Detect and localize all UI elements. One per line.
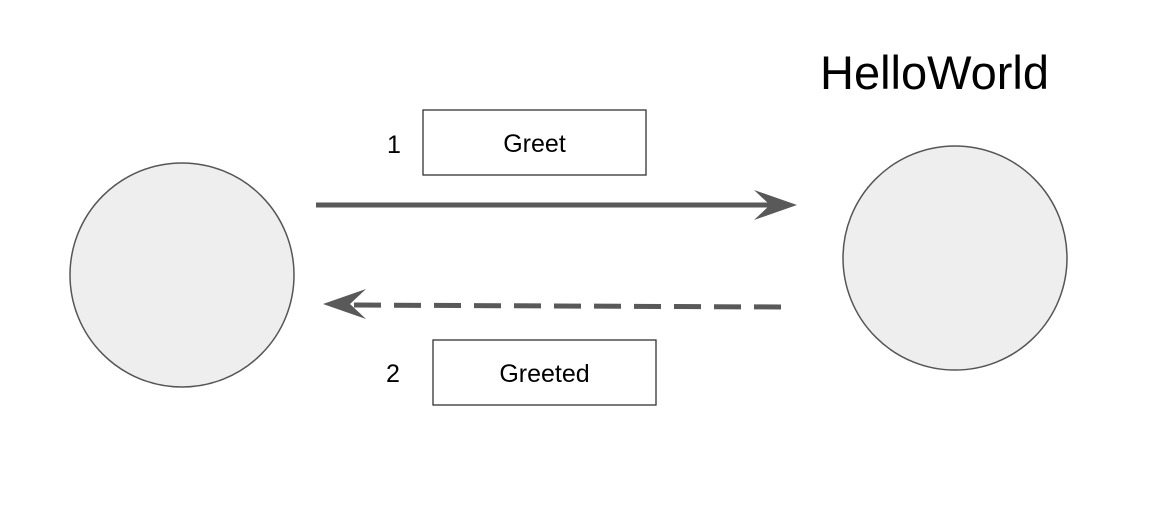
message-arrow-solid bbox=[316, 190, 797, 220]
receiver-node bbox=[842, 145, 1068, 371]
message-arrow-dashed bbox=[323, 289, 782, 319]
diagram-title: HelloWorld bbox=[820, 46, 1049, 99]
message-label: Greet bbox=[503, 130, 566, 158]
arrowhead-left-icon bbox=[323, 289, 366, 319]
arrowhead-right-icon bbox=[754, 190, 797, 220]
message-label-box: Greet bbox=[422, 109, 647, 176]
message-label-box: Greeted bbox=[432, 339, 657, 406]
sender-node bbox=[69, 162, 295, 388]
message-step-number: 1 bbox=[387, 131, 401, 159]
message-step-number: 2 bbox=[386, 360, 400, 388]
message-label: Greeted bbox=[499, 360, 589, 388]
